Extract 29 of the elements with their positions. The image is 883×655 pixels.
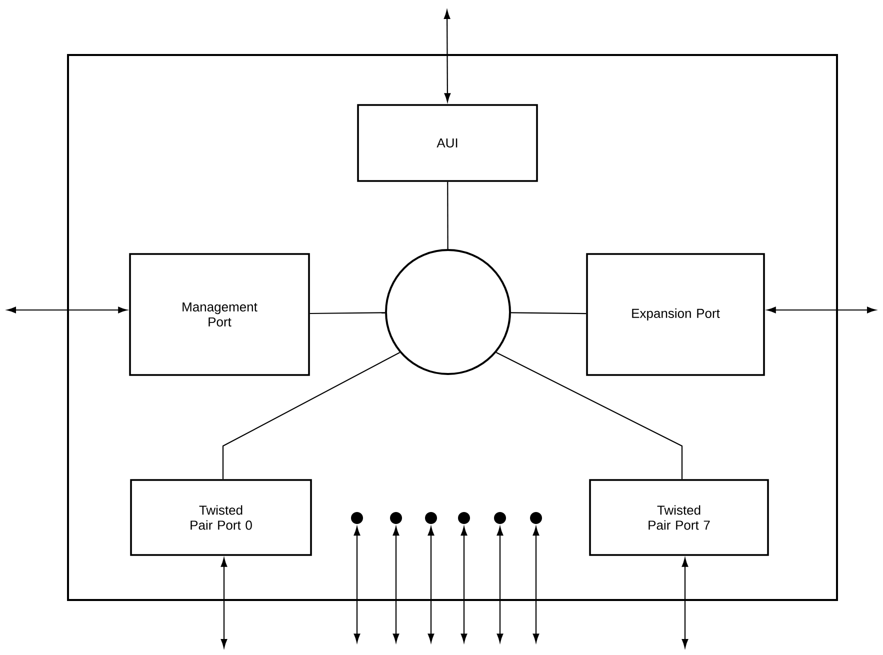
process-box: Twisted Pair Port 0 xyxy=(130,479,312,556)
process-box: Twisted Pair Port 7 xyxy=(589,479,769,556)
device-border xyxy=(67,54,838,601)
bidirectional-arrow xyxy=(460,526,468,642)
connector-line xyxy=(222,352,400,480)
bidirectional-arrow xyxy=(354,526,360,642)
bidirectional-arrow xyxy=(496,526,504,642)
dot xyxy=(458,512,470,524)
process-box: Expansion Port xyxy=(586,253,765,376)
process-box: Management Port xyxy=(129,253,310,376)
dot xyxy=(390,512,402,524)
bidirectional-arrow xyxy=(532,526,540,642)
bidirectional-arrow xyxy=(428,526,434,642)
connector-line xyxy=(310,312,386,314)
junction-circle xyxy=(385,249,511,375)
bidirectional-arrow xyxy=(220,558,228,648)
bidirectional-arrow xyxy=(7,306,127,314)
dot xyxy=(494,512,506,524)
bidirectional-arrow xyxy=(392,526,400,642)
connector-line xyxy=(496,352,683,480)
connector-line xyxy=(447,182,448,249)
dot xyxy=(425,512,437,524)
process-box: AUI xyxy=(357,104,538,182)
bidirectional-arrow xyxy=(682,558,688,648)
dot xyxy=(530,512,542,524)
bidirectional-arrow xyxy=(444,10,451,102)
connector-line xyxy=(511,312,586,314)
dot xyxy=(351,512,363,524)
bidirectional-arrow xyxy=(767,306,876,314)
